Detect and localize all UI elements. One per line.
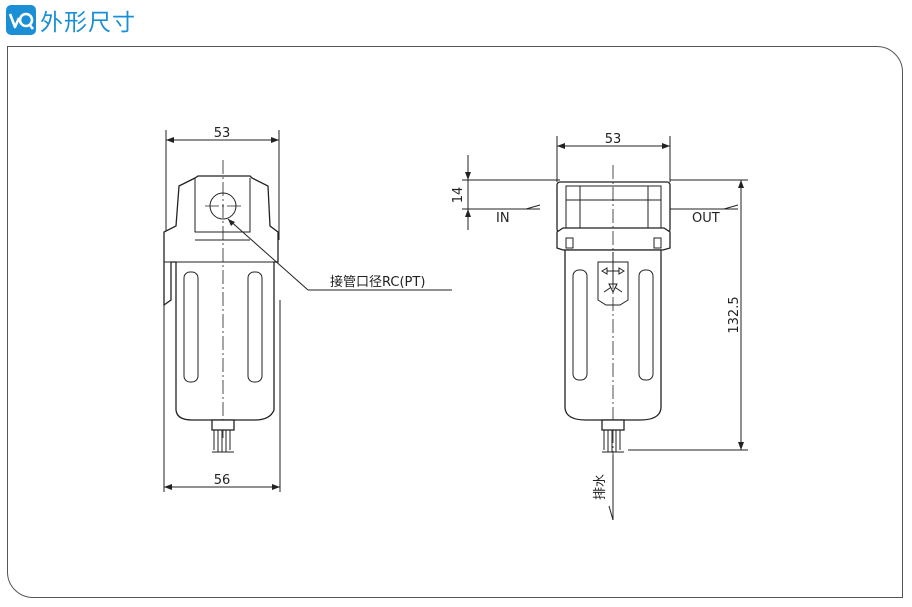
in-port-label: IN (496, 211, 510, 226)
port-size-label: 接管口径RC(PT) (330, 274, 425, 290)
front-top-width-label: 53 (214, 126, 231, 141)
front-bottom-width-label: 56 (214, 473, 231, 488)
drawing-frame (7, 46, 903, 598)
front-view: 53 接管口径RC(PT) 56 (163, 126, 452, 492)
side-view: 53 14 IN OUT 132.5 (451, 132, 748, 521)
top-height-label: 14 (451, 187, 466, 204)
total-height-label: 132.5 (727, 296, 742, 333)
page-header: 外形尺寸 (6, 4, 136, 36)
side-top-width-label: 53 (605, 132, 622, 147)
drain-label: 排水 (593, 474, 608, 500)
page-title: 外形尺寸 (40, 10, 136, 36)
brand-logo-icon (6, 5, 36, 35)
out-port-label: OUT (692, 211, 720, 226)
